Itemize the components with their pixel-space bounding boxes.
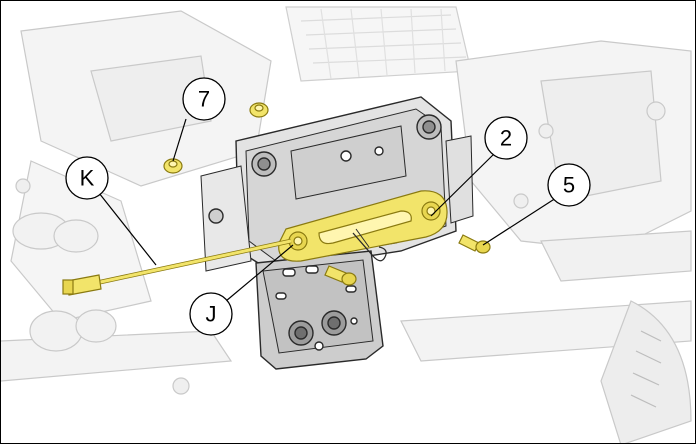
leader-j: [225, 244, 294, 302]
bracket-bolts: [251, 114, 442, 177]
callout-2-label: 2: [500, 126, 512, 151]
highlighted-parts: [62, 102, 491, 296]
callout-k: K: [65, 156, 109, 200]
bolt-5: [458, 234, 491, 254]
nut-7-upper: [249, 102, 269, 118]
callout-5-label: 5: [563, 173, 575, 198]
lower-mount-plate: [255, 250, 384, 370]
left-cv-boot: [12, 212, 117, 352]
leader-7: [172, 118, 187, 162]
callout-7: 7: [182, 77, 226, 121]
leader-lines: [98, 118, 557, 302]
callout-k-label: K: [80, 166, 95, 191]
leader-2: [430, 150, 498, 217]
leader-k: [98, 192, 157, 266]
callout-2: 2: [484, 116, 528, 160]
winch-cable-k: [62, 238, 292, 296]
fairlead-2: [278, 190, 448, 262]
grille: [285, 6, 472, 82]
callout-j: J: [189, 292, 233, 336]
leader-5: [482, 197, 557, 246]
callout-j-label: J: [206, 302, 217, 327]
callout-5: 5: [547, 163, 591, 207]
callout-7-label: 7: [198, 87, 210, 112]
nut-7-lower: [163, 158, 183, 174]
hook-pin: [352, 228, 387, 262]
bolt-center: [324, 265, 357, 286]
